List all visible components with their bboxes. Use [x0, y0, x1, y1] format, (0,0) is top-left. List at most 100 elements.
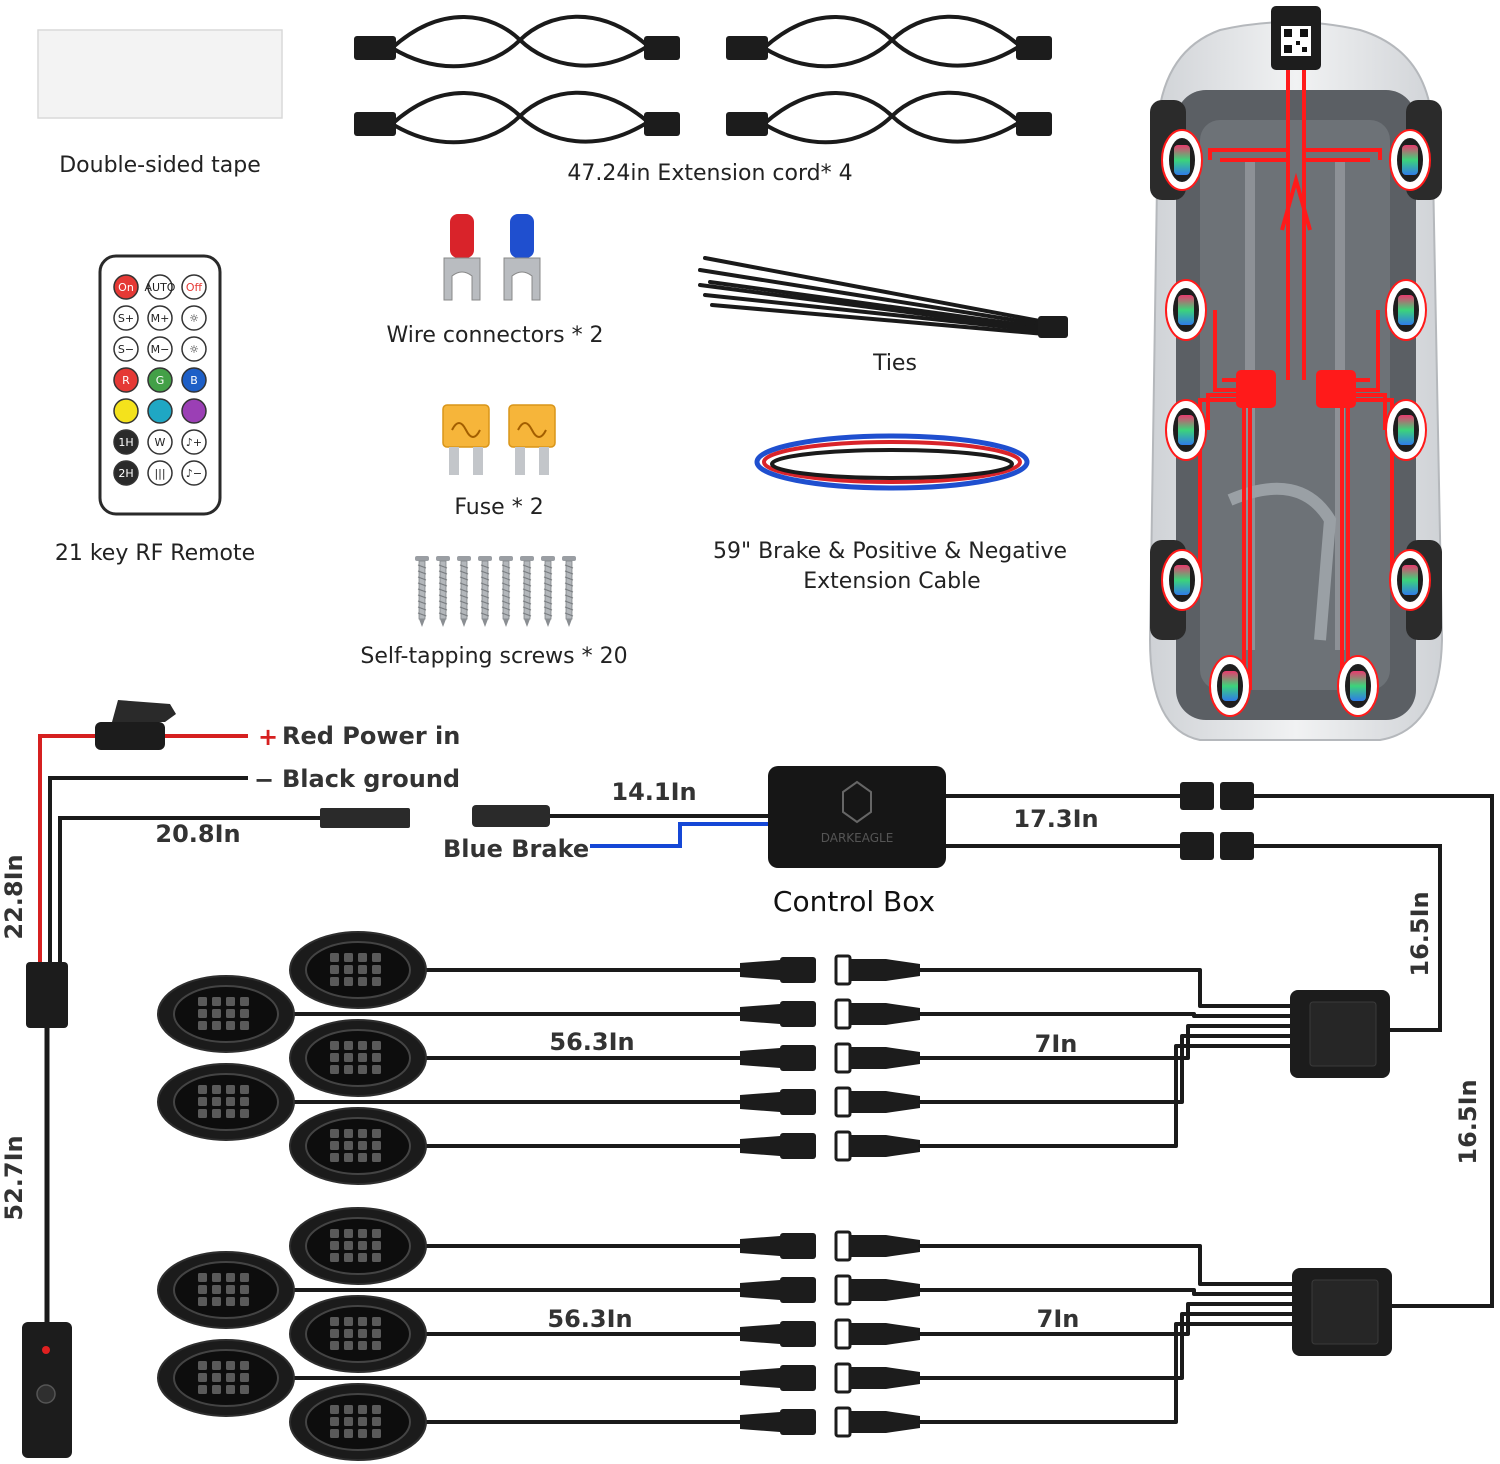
remote-key-label: ☼ [189, 312, 199, 325]
car-rock-light-1 [1161, 129, 1203, 191]
switch-button[interactable] [36, 1384, 56, 1404]
remote-label: 21 key RF Remote [55, 541, 255, 566]
rock-light-pod [289, 1295, 427, 1373]
screw-4 [478, 556, 492, 627]
inline-connector [740, 998, 920, 1030]
inline-connector [740, 1274, 920, 1306]
inline-connector [740, 1130, 920, 1162]
length-hub-lead-top: 7In [1035, 1030, 1078, 1058]
car-underbody-illustration [1148, 6, 1444, 741]
dc-socket [472, 805, 550, 827]
length-hub-bottom: 16.5In [1454, 1079, 1482, 1164]
remote-key-12[interactable] [113, 398, 139, 424]
inline-connector [740, 1318, 920, 1350]
extension-cord-1 [354, 14, 680, 69]
inline-fuse-holder [95, 700, 176, 750]
remote-key-16[interactable]: W [147, 429, 173, 455]
fuse-2 [508, 404, 556, 475]
car-rock-light-positions [1161, 129, 1431, 717]
remote-key-18[interactable]: 2H [113, 460, 139, 486]
remote-key-2[interactable]: Off [181, 274, 207, 300]
remote-key-label: W [155, 436, 166, 449]
rock-light-pod [289, 1207, 427, 1285]
remote-key-label: ♪− [186, 467, 202, 480]
remote-key-label: ☼ [189, 343, 199, 356]
box-out-connector-top [1180, 782, 1254, 810]
remote-key-19[interactable]: ||| [147, 460, 173, 486]
brake-plug-wire [58, 816, 320, 965]
car-rock-light-4 [1385, 279, 1427, 341]
remote-key-15[interactable]: 1H [113, 429, 139, 455]
length-box-out: 17.3In [1013, 805, 1098, 833]
blue-fork-connector [503, 214, 541, 301]
inline-connector [740, 1362, 920, 1394]
rock-light-group-2 [157, 1207, 1392, 1461]
length-pod-top: 56.3In [549, 1028, 634, 1056]
harness-junction-right [1316, 370, 1356, 408]
remote-key-14[interactable] [181, 398, 207, 424]
remote-key-13[interactable] [147, 398, 173, 424]
screw-3 [457, 556, 471, 627]
extension-cords-item: 47.24in Extension cord* 4 [354, 14, 1052, 186]
blue-brake-label: Blue Brake [443, 835, 589, 863]
screws-item [415, 556, 576, 627]
wire-splitter [26, 962, 68, 1028]
screw-6 [520, 556, 534, 627]
blue-brake-wire [590, 822, 770, 848]
remote-key-label: AUTO [145, 281, 176, 294]
remote-key-9[interactable]: R [113, 367, 139, 393]
remote-key-11[interactable]: B [181, 367, 207, 393]
harness-junction-left [1236, 370, 1276, 408]
brake-extension-cable-item: 59" Brake & Positive & Negative Extensio… [713, 433, 1067, 594]
remote-key-8[interactable]: ☼ [181, 336, 207, 362]
remote-key-3[interactable]: S+ [113, 305, 139, 331]
extension-cord-label: 47.24in Extension cord* 4 [567, 161, 852, 186]
length-brake-socket: 14.1In [611, 778, 696, 806]
remote-key-17[interactable]: ♪+ [181, 429, 207, 455]
switch-indicator-led [42, 1346, 50, 1354]
remote-key-label: R [122, 374, 130, 387]
remote-key-0[interactable]: On [113, 274, 139, 300]
extension-cord-2 [726, 14, 1052, 69]
remote-key-label: S+ [118, 312, 134, 325]
car-rock-light-6 [1385, 399, 1427, 461]
remote-key-label: S− [118, 343, 134, 356]
distribution-hub-2 [1292, 1268, 1392, 1356]
remote-key-label: B [190, 374, 198, 387]
remote-key-label: ||| [154, 467, 165, 480]
fuse-item: Fuse * 2 [442, 404, 556, 520]
rock-light-groups [157, 931, 1392, 1461]
extension-cord-4 [726, 90, 1052, 145]
inline-connector [740, 1230, 920, 1262]
remote-key-20[interactable]: ♪− [181, 460, 207, 486]
rock-light-pod [157, 1063, 295, 1141]
tape-label: Double-sided tape [59, 153, 261, 178]
remote-key-5[interactable]: ☼ [181, 305, 207, 331]
brake-cable-label-line2: Extension Cable [803, 569, 980, 594]
car-rock-light-2 [1389, 129, 1431, 191]
black-ground-wire [48, 776, 248, 965]
remote-key-10[interactable]: G [147, 367, 173, 393]
rock-light-pod [289, 931, 427, 1009]
power-switch[interactable] [22, 1322, 72, 1458]
remote-key-7[interactable]: M− [147, 336, 173, 362]
remote-key-4[interactable]: M+ [147, 305, 173, 331]
power-harness: + Red Power in − Black ground 20.8In 22.… [0, 700, 460, 1458]
length-hub-lead-bottom: 7In [1037, 1305, 1080, 1333]
hub-bottom-feed [1254, 794, 1494, 1308]
fuse-1 [442, 404, 490, 475]
car-rock-light-5 [1165, 399, 1207, 461]
remote-key-label: 1H [118, 436, 133, 449]
double-sided-tape-item: Double-sided tape [37, 29, 283, 178]
remote-key-6[interactable]: S− [113, 336, 139, 362]
car-rock-light-9 [1209, 655, 1251, 717]
car-rock-light-8 [1389, 549, 1431, 611]
length-power-lead: 22.8In [0, 854, 28, 939]
wire-connectors-item: Wire connectors * 2 [386, 214, 604, 348]
red-harness [1198, 70, 1394, 690]
tape-strip [37, 29, 283, 119]
car-rock-light-7 [1161, 549, 1203, 611]
remote-key-1[interactable]: AUTO [145, 274, 176, 300]
